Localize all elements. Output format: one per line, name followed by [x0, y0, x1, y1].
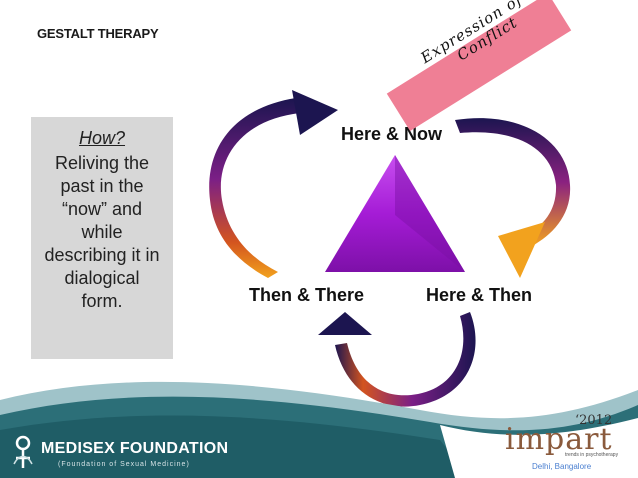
label-here-and-now: Here & Now: [341, 124, 443, 144]
how-box: [31, 117, 173, 359]
triangle: [325, 155, 465, 272]
event-tagline: trends in psychotherapy: [565, 452, 619, 458]
how-question: How?: [78, 128, 126, 148]
slide-title: GESTALT THERAPY: [37, 26, 159, 41]
how-line: form.: [81, 291, 123, 311]
how-line: past in the: [60, 176, 144, 196]
how-line: dialogical: [64, 268, 140, 288]
label-here-and-then: Here & Then: [426, 285, 533, 305]
foundation-name: MEDISEX FOUNDATION: [41, 440, 229, 457]
event-city: Delhi, Bangalore: [532, 462, 592, 471]
arrow-right-head: [498, 222, 545, 278]
arrow-left: [209, 98, 300, 278]
event-year: ‘2012: [575, 413, 613, 428]
event-logo: impart: [505, 422, 613, 457]
how-line: describing it in: [44, 245, 160, 265]
footer-wave: [0, 381, 638, 478]
how-line: while: [81, 222, 123, 242]
arrow-bottom: [335, 312, 476, 407]
how-description: Reliving the past in the “now” and while…: [33, 152, 171, 313]
how-line: Reliving the: [54, 153, 150, 173]
foundation-logo-icon: [13, 435, 33, 468]
arrow-left-head: [292, 90, 338, 135]
how-line: “now” and: [61, 199, 143, 219]
arrow-bottom-head: [318, 312, 372, 335]
label-then-and-there: Then & There: [249, 285, 365, 305]
triangle-shade: [395, 155, 465, 272]
arrow-right: [455, 118, 571, 246]
foundation-subtitle: (Foundation of Sexual Medicine): [58, 461, 190, 468]
